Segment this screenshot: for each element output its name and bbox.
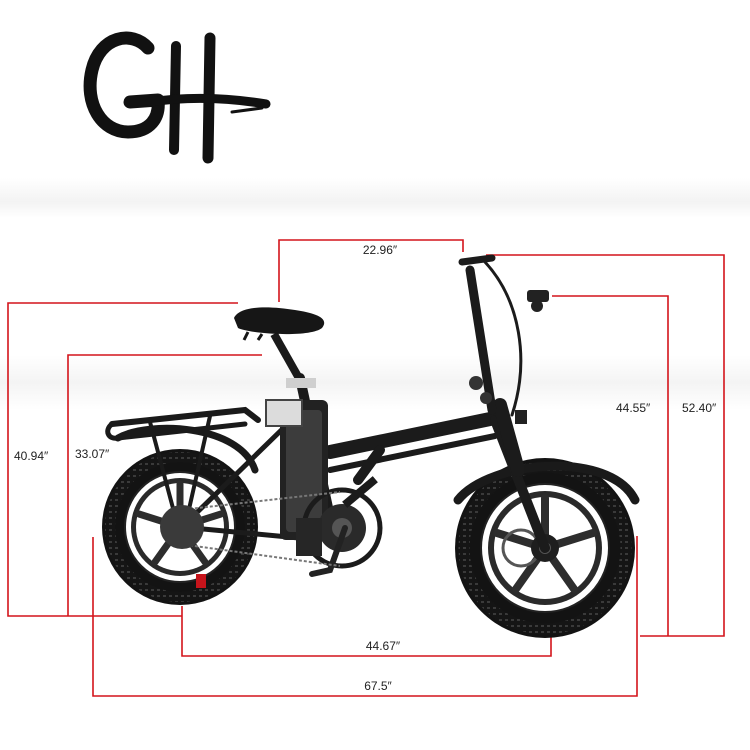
front-fender bbox=[453, 461, 640, 505]
background-band-top bbox=[0, 178, 750, 218]
dim-line-total-length bbox=[92, 536, 638, 697]
dim-line-wheelbase bbox=[181, 606, 552, 657]
label-wheelbase: 44.67″ bbox=[366, 639, 401, 653]
rear-cassette bbox=[160, 505, 204, 549]
bike-seat bbox=[234, 307, 325, 335]
label-top-length: 22.96″ bbox=[363, 243, 398, 257]
brand-logo bbox=[83, 31, 271, 164]
crankset bbox=[296, 476, 383, 577]
dim-line-seat-height-min bbox=[67, 354, 262, 616]
battery bbox=[265, 378, 328, 540]
dim-line-seat-height-max bbox=[7, 302, 238, 617]
chain bbox=[179, 491, 341, 567]
electric-bike bbox=[102, 254, 640, 638]
handlebar-control bbox=[527, 290, 549, 312]
background-band-middle bbox=[0, 355, 750, 410]
seat-post bbox=[270, 332, 304, 382]
label-handlebar-height-max: 52.40″ bbox=[682, 401, 717, 415]
label-seat-height-max: 40.94″ bbox=[14, 449, 49, 463]
label-handlebar-height-min: 44.55″ bbox=[616, 401, 651, 415]
label-seat-height-min: 33.07″ bbox=[75, 447, 110, 461]
dim-line-handlebar-height-min bbox=[552, 295, 669, 636]
dim-line-handlebar-height-max bbox=[486, 254, 725, 637]
derailleur bbox=[196, 574, 206, 588]
dimension-lines bbox=[7, 239, 725, 697]
label-total-length: 67.5″ bbox=[364, 679, 392, 693]
headlight bbox=[515, 410, 527, 424]
dim-line-top-length bbox=[278, 239, 464, 302]
